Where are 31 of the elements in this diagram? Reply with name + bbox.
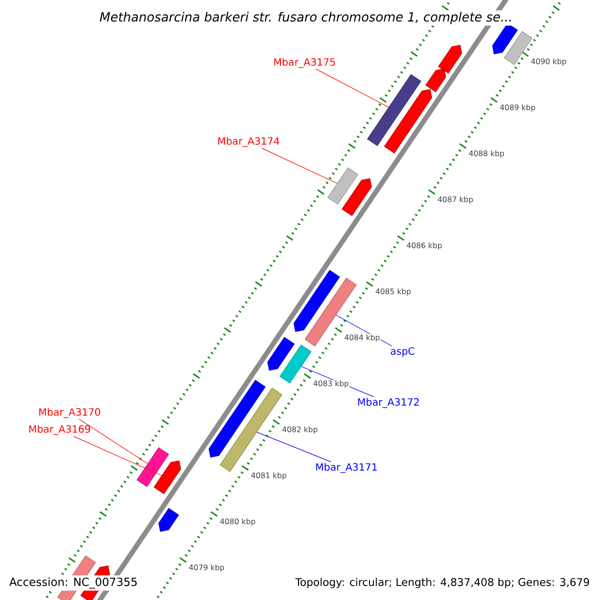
- gene-feature: [294, 270, 340, 332]
- gene-feature: [384, 89, 432, 154]
- gene-label: aspC: [390, 347, 414, 357]
- gene-feature: [154, 460, 181, 494]
- gene-feature: [208, 380, 266, 458]
- gene-label: Mbar_A3169: [29, 425, 90, 435]
- gene-feature: [158, 508, 179, 532]
- gene-label: Mbar_A3174: [218, 137, 280, 147]
- gene-feature: [492, 23, 518, 54]
- title: Methanosarcina barkeri str. fusaro chromosome 1, complete se...: [98, 10, 514, 26]
- gene-feature: [267, 336, 295, 371]
- gene-box: [280, 344, 312, 384]
- leader-line: [256, 432, 332, 462]
- leader-line: [73, 436, 162, 476]
- gene-box: [367, 74, 422, 146]
- gene-label: Mbar_A3170: [39, 408, 100, 418]
- gene-feature: [426, 68, 446, 92]
- gene-label: Mbar_A3175: [274, 58, 335, 68]
- leader-line: [261, 148, 338, 184]
- leader-line: [316, 68, 389, 108]
- gene-box: [504, 31, 532, 65]
- gene-feature: [342, 178, 372, 216]
- gene-box: [220, 388, 282, 472]
- gene-feature: [438, 44, 462, 74]
- gene-box: [136, 447, 169, 487]
- gene-box: [328, 168, 358, 205]
- leader-line: [78, 418, 148, 464]
- gene-label: Mbar_A3171: [316, 463, 377, 473]
- accession-text: Accession: NC_007355: [7, 575, 140, 591]
- gene-label: Mbar_A3172: [358, 398, 419, 408]
- summary-text: Topology: circular; Length: 4,837,408 bp; Genes: 3,679: [293, 576, 592, 590]
